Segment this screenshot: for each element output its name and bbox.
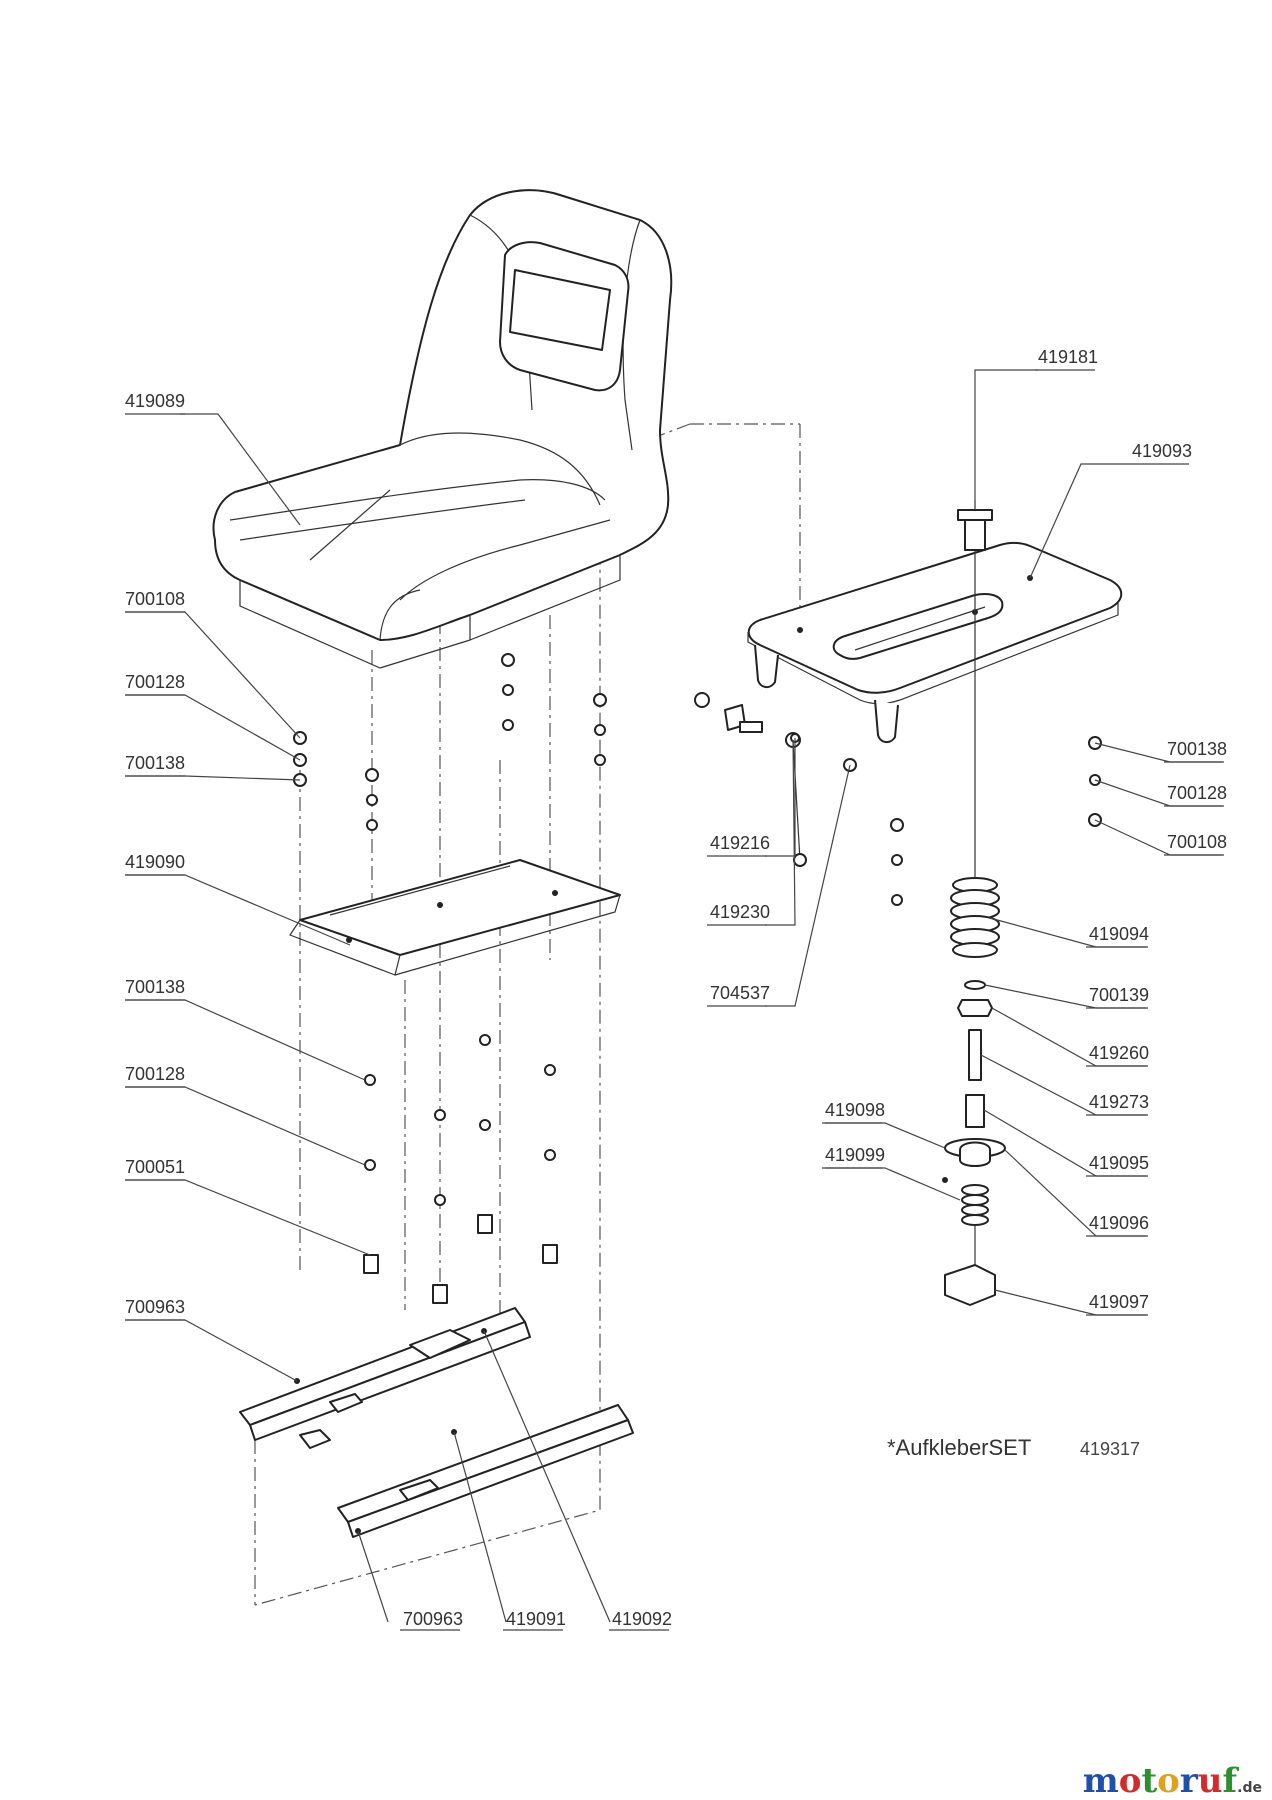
label-700128-left-2: 700128 [125, 1064, 185, 1084]
label-700138-left-2: 700138 [125, 977, 185, 997]
label-700138-right: 700138 [1167, 739, 1227, 759]
label-419260: 419260 [1089, 1043, 1149, 1063]
watermark-letter: o [1157, 1761, 1180, 1800]
label-700963-left: 700963 [125, 1297, 185, 1317]
label-419273: 419273 [1089, 1092, 1149, 1112]
label-419094: 419094 [1089, 924, 1149, 944]
sticker-set-label: *AufkleberSET [887, 1435, 1031, 1460]
label-704537: 704537 [710, 983, 770, 1003]
slide-rails [239, 1307, 634, 1538]
label-700108-right: 700108 [1167, 832, 1227, 852]
label-419099: 419099 [825, 1145, 885, 1165]
label-700138-left: 700138 [125, 753, 185, 773]
part-number-labels: 419089 700108 700128 700138 419090 70013… [125, 347, 1227, 1631]
label-419091: 419091 [506, 1609, 566, 1629]
seat-mounting-plate [289, 859, 621, 976]
watermark-letter: m [1083, 1761, 1119, 1800]
label-700139: 700139 [1089, 985, 1149, 1005]
seat-cushion [212, 189, 673, 669]
label-700128-left: 700128 [125, 672, 185, 692]
label-419089: 419089 [125, 391, 185, 411]
label-419230: 419230 [710, 902, 770, 922]
spring-assembly [942, 500, 1006, 1306]
label-419096: 419096 [1089, 1213, 1149, 1233]
watermark-letter: u [1198, 1761, 1223, 1800]
sticker-set-note: *AufkleberSET 419317 [887, 1435, 1140, 1460]
label-419093: 419093 [1132, 441, 1192, 461]
label-700128-right: 700128 [1167, 783, 1227, 803]
label-419098: 419098 [825, 1100, 885, 1120]
sticker-set-number: 419317 [1080, 1439, 1140, 1459]
watermark-logo: motoruf.de [1083, 1761, 1262, 1800]
base-plate [747, 541, 1123, 743]
watermark-letter: r [1180, 1761, 1199, 1800]
watermark-letter: t [1141, 1761, 1157, 1800]
svg-text:motoruf.de: motoruf.de [1083, 1761, 1262, 1800]
watermark-tld: .de [1237, 1780, 1262, 1796]
label-700051: 700051 [125, 1157, 185, 1177]
label-419216: 419216 [710, 833, 770, 853]
label-419090: 419090 [125, 852, 185, 872]
label-419092: 419092 [612, 1609, 672, 1629]
watermark-letter: o [1119, 1761, 1142, 1800]
label-419095: 419095 [1089, 1153, 1149, 1173]
label-419097: 419097 [1089, 1292, 1149, 1312]
label-700108-left: 700108 [125, 589, 185, 609]
watermark-brand: motoruf [1083, 1761, 1240, 1800]
label-419181: 419181 [1038, 347, 1098, 367]
watermark-letter: f [1223, 1761, 1240, 1800]
label-700963-bottom: 700963 [403, 1609, 463, 1629]
